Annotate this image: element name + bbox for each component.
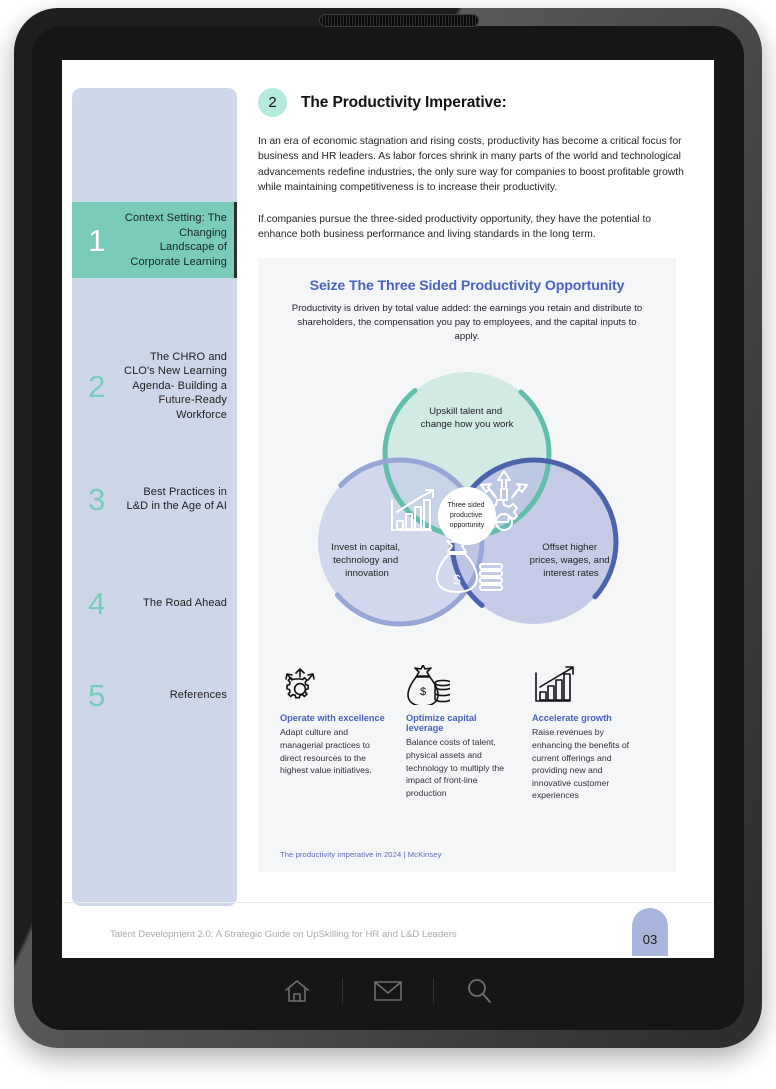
section-heading: 2 The Productivity Imperative: [258, 88, 690, 117]
page-title: The Productivity Imperative: [301, 93, 507, 111]
footer-title: Talent Development 2.0: A Strategic Guid… [110, 929, 457, 940]
section-number-badge: 2 [258, 88, 287, 117]
sidebar-item-number: 2 [88, 368, 106, 404]
table-of-contents-sidebar: 1 Context Setting: The Changing Landscap… [72, 88, 237, 906]
venn-label-left: Invest in capital, technology and innova… [331, 542, 402, 579]
sidebar-item-number: 1 [88, 222, 106, 258]
sidebar-item-label: Context Setting: The Changing Landscape … [124, 212, 227, 268]
sidebar-item-label: The CHRO and CLO's New Learning Agenda- … [124, 350, 227, 421]
benefit-column-operate: Operate with excellence Adapt culture an… [280, 665, 406, 802]
benefit-heading: Accelerate growth [532, 713, 612, 724]
sidebar-item-context-setting[interactable]: 1 Context Setting: The Changing Landscap… [72, 202, 237, 278]
tablet-navigation-bar [62, 958, 714, 1024]
benefit-columns: Operate with excellence Adapt culture an… [280, 664, 658, 802]
benefit-heading: Optimize capital leverage [406, 713, 477, 734]
home-icon [285, 980, 309, 1002]
sidebar-item-road-ahead[interactable]: 4 The Road Ahead [72, 580, 237, 626]
benefit-column-growth: Accelerate growth Raise revenues by enha… [532, 665, 658, 802]
sidebar-item-number: 3 [88, 481, 106, 517]
sidebar-item-label: The Road Ahead [143, 596, 227, 609]
benefit-column-capital: $ Optimize capital leverage Balance cost… [406, 664, 532, 802]
sidebar-item-number: 4 [88, 585, 106, 621]
source-citation: The productivity imperative in 2024 | Mc… [280, 850, 442, 860]
mail-button[interactable] [343, 978, 433, 1004]
gear-arrows-icon [280, 665, 390, 707]
venn-circle-left-fill [318, 460, 482, 625]
benefit-body: Adapt culture and managerial practices t… [280, 727, 372, 776]
bar-chart-growth-icon [532, 665, 642, 707]
speaker-grille-icon [319, 14, 479, 27]
venn-center-circle [438, 487, 496, 546]
venn-diagram-svg: $ Upskill talent and change how you work [315, 369, 619, 627]
document-page: 1 Context Setting: The Changing Landscap… [62, 60, 714, 958]
venn-label-top: Upskill talent and change how you work [421, 406, 514, 430]
callout-title: Seize The Three Sided Productivity Oppor… [309, 278, 625, 295]
callout-subtitle: Productivity is driven by total value ad… [291, 303, 643, 343]
sidebar-item-number: 5 [88, 677, 106, 713]
body-paragraph-1: In an era of economic stagnation and ris… [258, 136, 684, 194]
footer-divider [62, 902, 714, 903]
bar-chart-growth-icon [391, 489, 434, 532]
search-button[interactable] [434, 976, 524, 1006]
venn-label-right: Offset higher prices, wages, and interes… [530, 542, 613, 579]
benefit-body: Raise revenues by enhancing the benefits… [532, 727, 630, 801]
benefit-heading: Operate with excellence [280, 713, 385, 724]
sidebar-item-references[interactable]: 5 References [72, 672, 237, 718]
callout-card: Seize The Three Sided Productivity Oppor… [258, 258, 676, 873]
mail-icon [374, 981, 402, 1001]
venn-diagram: $ Upskill talent and change how you work [258, 346, 676, 646]
benefit-body: Balance costs of talent, physical assets… [406, 737, 505, 798]
home-button[interactable] [252, 976, 342, 1006]
page-number-badge: 03 [632, 908, 668, 956]
sidebar-item-label: References [169, 688, 227, 701]
nav-divider-2 [433, 978, 434, 1004]
money-bag-coins-icon: $ [406, 664, 516, 708]
venn-center-label: Three sided productive opportunity [448, 502, 487, 529]
sidebar-item-chro-clo-agenda[interactable]: 2 The CHRO and CLO's New Learning Agenda… [72, 348, 237, 424]
main-content: 2 The Productivity Imperative: In an era… [258, 88, 690, 873]
body-paragraph-2: If companies pursue the three-sided prod… [258, 213, 652, 241]
nav-divider-1 [342, 978, 343, 1004]
search-icon [468, 979, 491, 1003]
active-indicator [234, 202, 237, 278]
svg-text:$: $ [453, 572, 461, 587]
sidebar-item-label: Best Practices in L&D in the Age of AI [126, 485, 227, 513]
venn-circle-left-stroke [315, 457, 485, 627]
sidebar-item-best-practices[interactable]: 3 Best Practices in L&D in the Age of AI [72, 474, 237, 524]
svg-text:$: $ [420, 686, 426, 698]
